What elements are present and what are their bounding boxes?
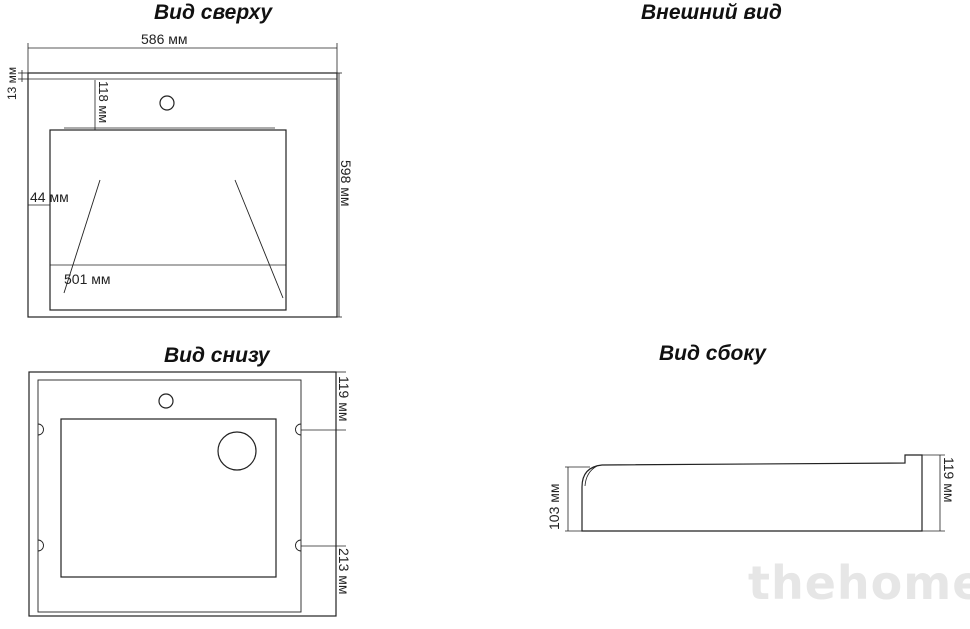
bottom-view-title: Вид снизу	[164, 344, 270, 367]
bottom-view-drawing	[28, 371, 346, 617]
dim-label-13: 13 мм	[5, 67, 19, 100]
mount-bracket-right-bottom	[295, 539, 302, 552]
side-profile	[581, 454, 923, 532]
dim-label-44: 44 мм	[30, 189, 69, 205]
top-bowl-outline	[49, 129, 287, 311]
top-view-title: Вид сверху	[154, 1, 272, 24]
mount-bracket-left-top	[37, 423, 44, 436]
mount-bracket-left-bottom	[37, 539, 44, 552]
bottom-inner-outline	[37, 379, 302, 613]
dim-label-598: 598 мм	[338, 160, 354, 207]
faucet-hole-bottom	[158, 393, 174, 409]
dim-label-501: 501 мм	[64, 271, 111, 287]
dim-label-bottom-213: 213 мм	[336, 548, 352, 595]
drain-hole	[217, 431, 257, 471]
dim-label-bottom-119: 119 мм	[336, 376, 352, 421]
bowl-slope-left	[63, 179, 101, 294]
side-view-title: Вид сбоку	[659, 342, 766, 365]
dim-label-side-119: 119 мм	[941, 457, 957, 502]
bowl-slope-right	[234, 179, 284, 299]
dim-label-118: 118 мм	[96, 81, 111, 123]
dim-label-586: 586 мм	[141, 31, 188, 47]
exterior-view-title: Внешний вид	[641, 1, 782, 24]
side-view-drawing	[565, 454, 945, 532]
top-view-drawing	[18, 43, 342, 318]
top-outline	[27, 72, 338, 318]
watermark-logo: thehome	[748, 556, 970, 610]
bottom-outline	[28, 371, 337, 617]
dim-label-side-103: 103 мм	[546, 484, 562, 531]
mount-bracket-right-top	[295, 423, 302, 436]
faucet-hole-top	[159, 95, 175, 111]
bottom-bowl-outline	[60, 418, 277, 578]
